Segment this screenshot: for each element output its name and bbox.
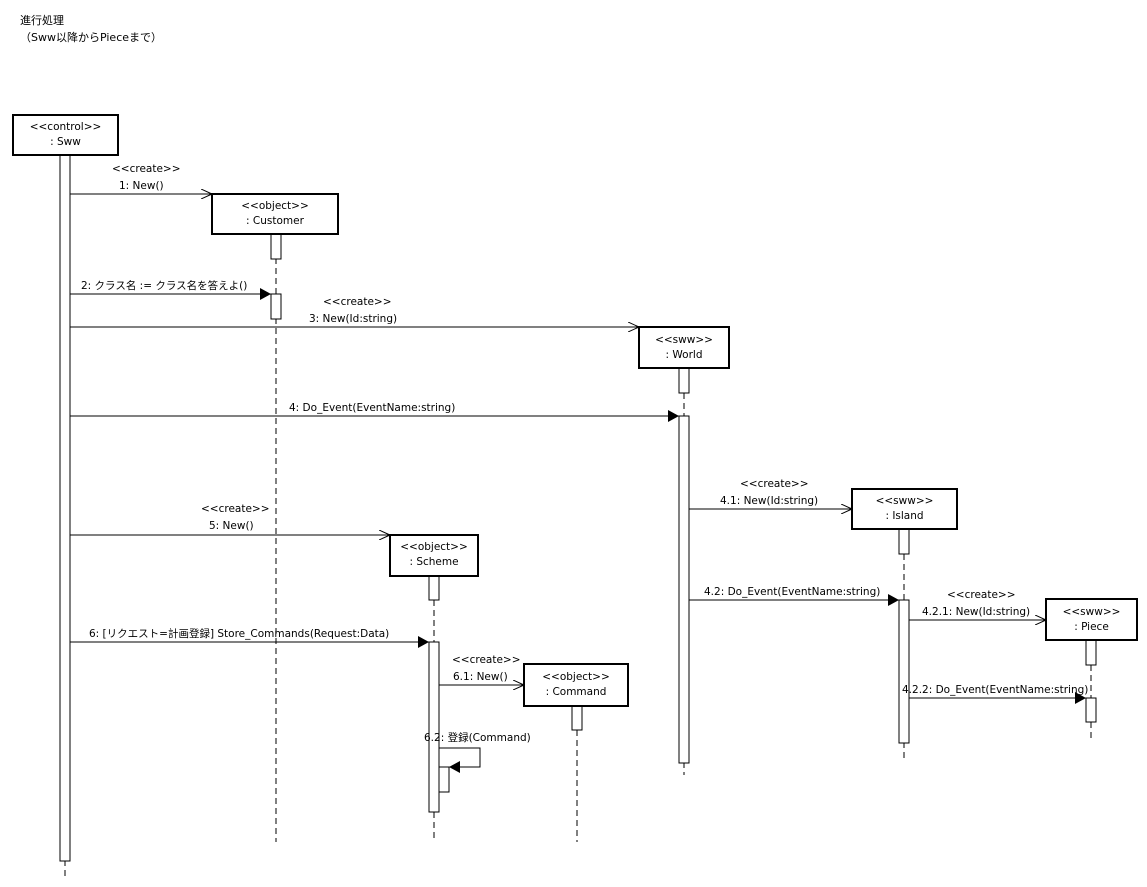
customer-activation-2 [270, 293, 282, 320]
message-4-2-2-label: 4.2.2: Do_Event(EventName:string) [902, 684, 1088, 696]
island-activation-2 [898, 599, 910, 744]
customer-name: : Customer [246, 215, 305, 227]
sww-activation [59, 154, 71, 862]
message-5-stereotype: <<create>> [201, 503, 270, 515]
message-3-label: 3: New(Id:string) [309, 313, 397, 325]
message-6-1-label: 6.1: New() [453, 671, 508, 683]
scheme-activation-1 [428, 575, 440, 601]
customer-object[interactable]: <<object>> : Customer [211, 193, 339, 235]
message-4-label: 4: Do_Event(EventName:string) [289, 402, 455, 414]
piece-activation-1 [1085, 639, 1097, 666]
command-stereotype: <<object>> [542, 671, 610, 683]
scheme-name: : Scheme [409, 556, 458, 568]
message-4-2-1-stereotype: <<create>> [947, 589, 1016, 601]
message-6-1-stereotype: <<create>> [452, 654, 521, 666]
customer-activation-1 [270, 233, 282, 260]
scheme-stereotype: <<object>> [400, 541, 468, 553]
world-object[interactable]: <<sww>> : World [638, 326, 730, 369]
island-stereotype: <<sww>> [876, 495, 934, 507]
message-4-1-stereotype: <<create>> [740, 478, 809, 490]
message-6-label: 6: [リクエスト=計画登録] Store_Commands(Request:D… [89, 627, 389, 640]
message-3-stereotype: <<create>> [323, 296, 392, 308]
scheme-activation-3 [438, 766, 450, 793]
piece-name: : Piece [1074, 621, 1109, 633]
message-1-label: 1: New() [119, 180, 164, 192]
message-6-2-self-arrow [439, 747, 481, 773]
piece-object[interactable]: <<sww>> : Piece [1045, 598, 1138, 641]
scheme-object[interactable]: <<object>> : Scheme [389, 534, 479, 577]
command-name: : Command [546, 686, 607, 698]
customer-stereotype: <<object>> [241, 200, 309, 212]
message-4-2-1-label: 4.2.1: New(Id:string) [922, 606, 1030, 618]
world-activation-2 [678, 415, 690, 764]
message-1-stereotype: <<create>> [112, 163, 181, 175]
world-activation-1 [678, 367, 690, 394]
command-activation [571, 705, 583, 731]
scheme-activation-2 [428, 641, 440, 813]
piece-stereotype: <<sww>> [1063, 606, 1121, 618]
message-5-label: 5: New() [209, 520, 254, 532]
command-object[interactable]: <<object>> : Command [523, 663, 629, 707]
island-activation-1 [898, 528, 910, 555]
sww-name: : Sww [50, 136, 81, 148]
message-6-2-label: 6.2: 登録(Command) [424, 731, 531, 744]
diagram-title: 進行処理 [20, 14, 64, 27]
island-object[interactable]: <<sww>> : Island [851, 488, 958, 530]
message-2-label: 2: クラス名 := クラス名を答えよ() [81, 279, 247, 292]
diagram-subtitle: （Sww以降からPieceまで） [20, 31, 163, 44]
world-stereotype: <<sww>> [655, 334, 713, 346]
message-4-2-label: 4.2: Do_Event(EventName:string) [704, 586, 880, 598]
world-name: : World [666, 349, 703, 361]
message-4-1-label: 4.1: New(Id:string) [720, 495, 818, 507]
piece-activation-2 [1085, 697, 1097, 723]
island-name: : Island [885, 510, 923, 522]
sww-object[interactable]: <<control>> : Sww [12, 114, 119, 156]
sww-stereotype: <<control>> [30, 121, 102, 133]
